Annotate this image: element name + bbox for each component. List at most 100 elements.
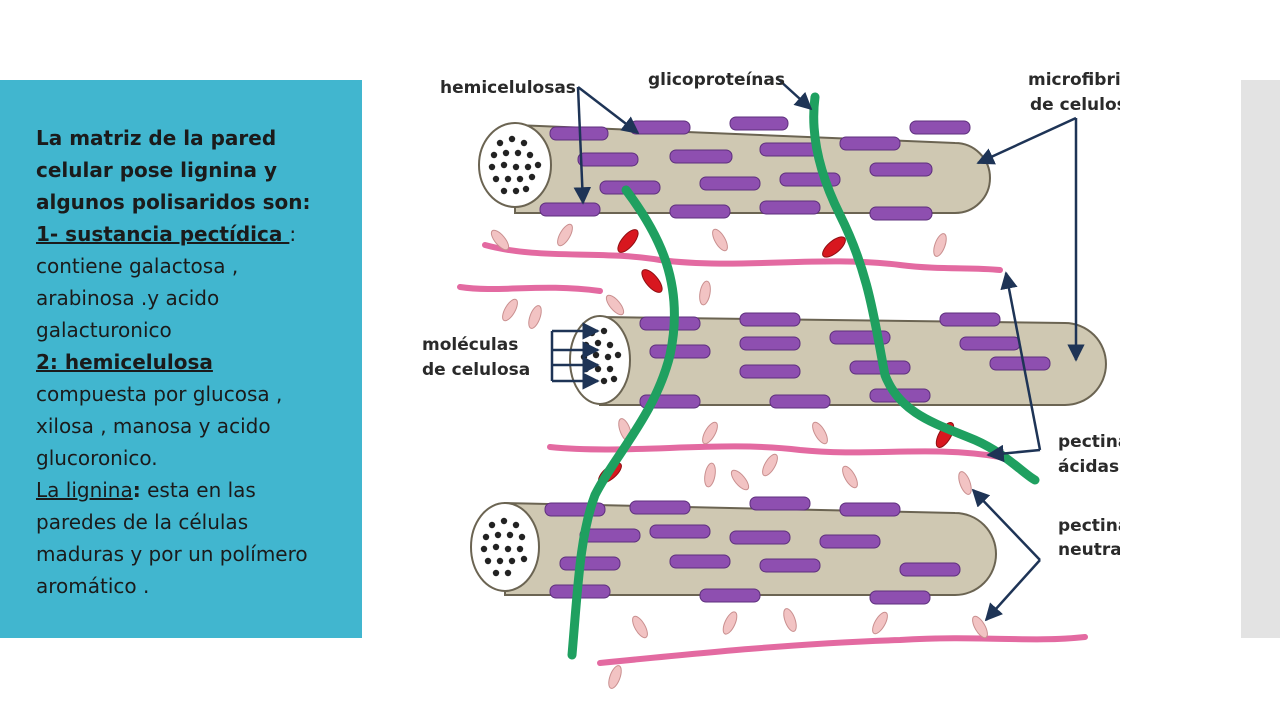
label-arrows [550, 78, 1085, 622]
hemicellulose [819, 534, 881, 549]
hemicellulose [739, 364, 801, 379]
slide-text: La matriz de la pared celular pose ligni… [36, 122, 356, 602]
arrow-pectinas-acidas-2 [986, 444, 1041, 463]
label-hemicelulosas: hemicelulosas [440, 78, 576, 98]
hemicellulose [909, 120, 971, 135]
glycoprotein-2 [809, 92, 1040, 485]
neutral-pectin [608, 665, 622, 689]
hemicellulose [669, 204, 731, 219]
neutral-pectin [722, 611, 738, 635]
acid-pectin [822, 236, 846, 258]
item-2-body-2: xilosa , manosa y acido [36, 414, 271, 438]
label-glicoproteinas: glicoproteínas [648, 70, 785, 90]
item-1-body-1: contiene galactosa , [36, 254, 239, 278]
intro-line-2: celular pose lignina y [36, 158, 278, 182]
acid-pectin [641, 269, 663, 293]
neutral-pectin [933, 233, 947, 257]
arrow-microfibrillas-1 [976, 116, 1077, 165]
hemicellulose [629, 500, 691, 515]
arrow-pectinas-neutras-1 [971, 488, 1041, 561]
item-3-heading-line: La lignina: esta en las [36, 474, 356, 506]
hemicellulose [699, 176, 761, 191]
hemicellulose [739, 312, 801, 327]
hemicellulose [869, 590, 931, 605]
hemicellulose [739, 336, 801, 351]
neutral-pectin [704, 462, 716, 488]
neutral-pectin [872, 611, 888, 635]
neutral-pectin [783, 608, 797, 632]
neutral-pectin [502, 298, 518, 322]
glycoprotein-1 [567, 185, 679, 660]
cell-wall-diagram: hemicelulosas glicoproteínas microfibril… [422, 70, 1120, 689]
hemicellulose [649, 344, 711, 359]
neutral-pectin [812, 421, 828, 445]
neutral-pectin [958, 471, 972, 495]
arrow-pectinas-acidas-1 [1000, 271, 1042, 451]
item-3-body-2: paredes de la células [36, 510, 249, 534]
arrow-glicoproteinas [777, 78, 813, 111]
label-pectinas-neutras-line-2: neutras [1058, 540, 1120, 560]
hemicellulose [839, 136, 901, 151]
hemicellulose [577, 152, 639, 167]
hemicellulose [729, 530, 791, 545]
arrow-hemicelulosas-2 [573, 86, 592, 205]
neutral-pectin [762, 453, 778, 477]
item-2-body-3: glucoronico. [36, 446, 158, 470]
hemicellulose [669, 554, 731, 569]
hemicellulose [699, 588, 761, 603]
pectin-strand-1b [457, 284, 603, 294]
neutral-pectin [712, 228, 728, 252]
label-microfibrillas-line-2: de celulosa [1030, 95, 1120, 115]
hemicellulose [539, 202, 601, 217]
item-3-separator: : [132, 478, 141, 502]
neutral-pectin [699, 280, 711, 306]
hemicellulose [759, 142, 821, 157]
microfibril-3 [470, 501, 997, 596]
item-1-body-2: arabinosa .y acido [36, 286, 220, 310]
neutral-pectin [605, 294, 625, 316]
neutral-pectins [490, 223, 988, 689]
hemicellulose [729, 116, 789, 131]
hemicellulose [559, 556, 621, 571]
label-microfibrillas-line-1: microfibrillas [1028, 70, 1120, 90]
hemicellulose [869, 162, 933, 177]
pectin-strand-3 [597, 634, 1088, 666]
neutral-pectin [730, 469, 750, 491]
neutral-pectin [972, 615, 988, 639]
neutral-pectin [557, 223, 573, 247]
hemicellulose [769, 394, 831, 409]
hemicellulose [629, 120, 691, 135]
hemicellulose [749, 496, 811, 511]
intro-line-1: La matriz de la pared [36, 126, 277, 150]
hemicellulose [649, 524, 711, 539]
item-3-body-1: esta en las [140, 478, 256, 502]
item-1-body-3: galacturonico [36, 318, 172, 342]
hemicelluloses [539, 116, 1051, 605]
hemicellulose [869, 206, 933, 221]
label-pectinas-acidas-line-1: pectinas [1058, 432, 1120, 452]
hemicellulose [759, 200, 821, 215]
intro-line-3: algunos polisaridos son: [36, 190, 311, 214]
neutral-pectin [702, 421, 718, 445]
hemicellulose [899, 562, 961, 577]
neutral-pectin [490, 229, 510, 251]
neutral-pectin [528, 305, 542, 329]
hemicellulose [939, 312, 1001, 327]
item-3-body-3: maduras y por un polímero [36, 542, 308, 566]
text-panel [0, 80, 362, 638]
item-2-body-1: compuesta por glucosa , [36, 382, 283, 406]
neutral-pectin [842, 465, 858, 489]
label-pectinas-neutras-line-1: pectinas [1058, 516, 1120, 536]
hemicellulose [669, 149, 733, 164]
item-3-body-4: aromático . [36, 574, 150, 598]
hemicellulose [759, 558, 821, 573]
arrow-hemicelulosas-1 [577, 86, 640, 135]
acid-pectin [617, 229, 639, 253]
label-moleculas-line-2: de celulosa [422, 360, 530, 380]
hemicellulose [839, 502, 901, 517]
item-1-separator: : [289, 222, 297, 246]
hemicellulose [989, 356, 1051, 371]
label-moleculas-line-1: moléculas [422, 335, 518, 355]
pectin-strand-1 [482, 242, 1003, 273]
item-1-heading-line: 1- sustancia pectídica : [36, 218, 356, 250]
